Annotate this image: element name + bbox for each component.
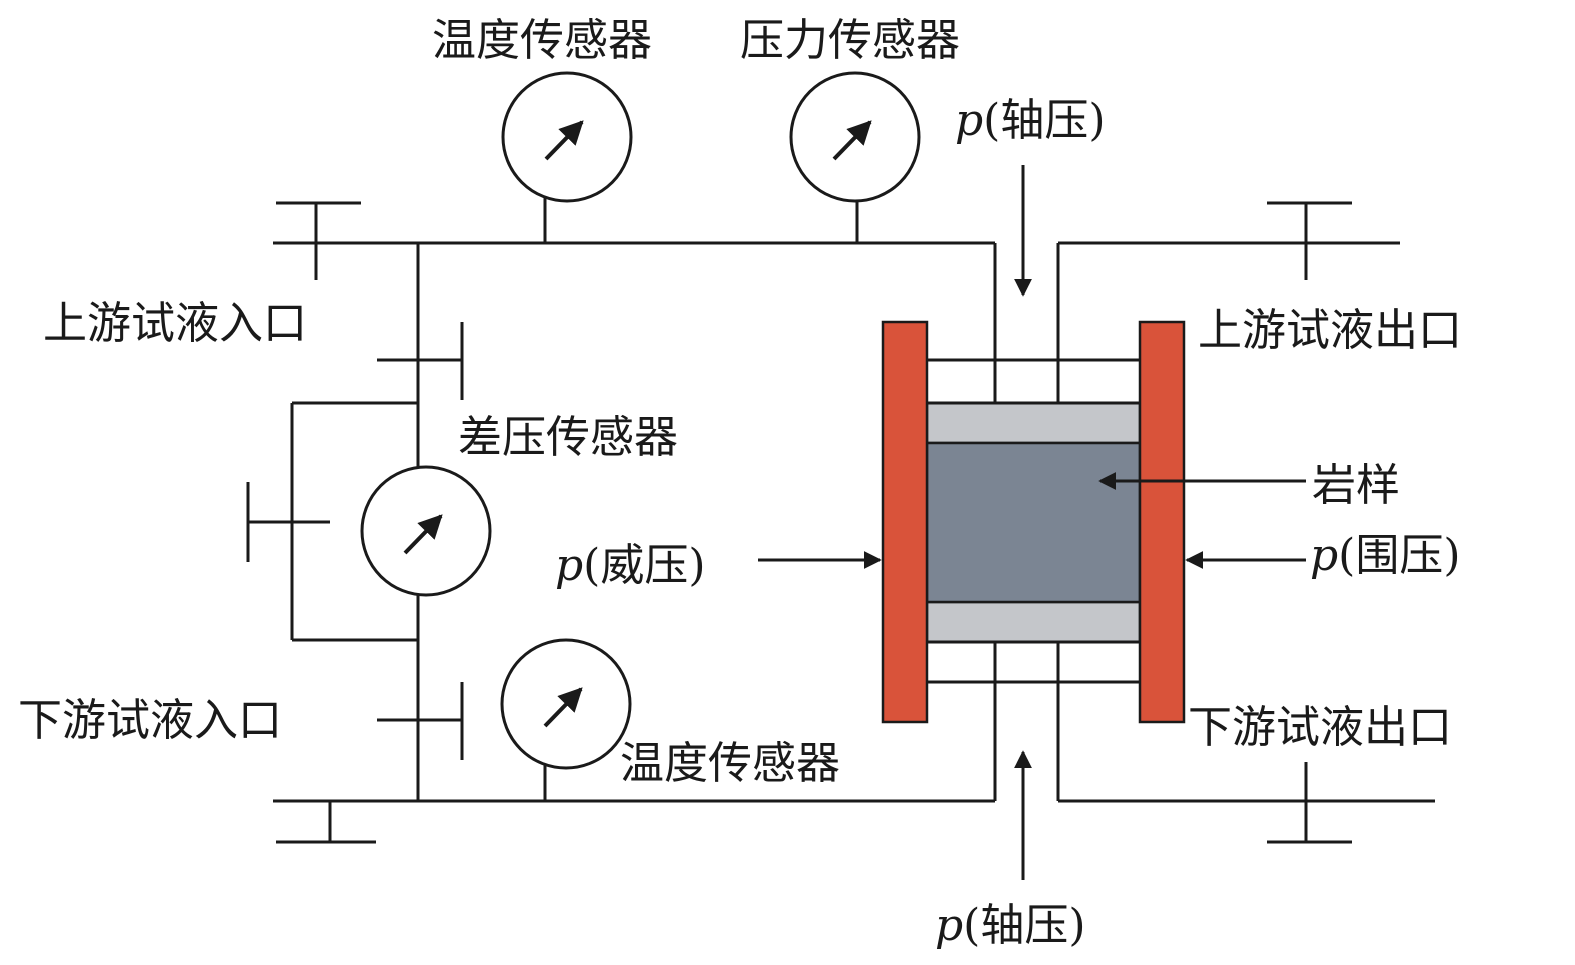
label-temp-sensor-bottom: 温度传感器 — [620, 738, 840, 789]
label-downstream-outlet: 下游试液出口 — [1188, 702, 1452, 753]
label-confining-right: p(围压) — [1310, 530, 1461, 581]
label-axial-bottom-text: (轴压) — [963, 900, 1085, 951]
label-axial-bottom-p: p — [935, 900, 963, 951]
rock-sample-block — [925, 441, 1142, 604]
label-confining-left-p: p — [555, 540, 583, 591]
core-holder — [881, 320, 1186, 724]
label-rock-sample: 岩样 — [1312, 460, 1400, 511]
clamp-plate-left — [881, 320, 929, 724]
pressure-gauge-needle-icon — [832, 120, 872, 161]
label-temp-sensor-top: 温度传感器 — [432, 15, 652, 66]
label-axial-bottom: p(轴压) — [935, 900, 1086, 951]
end-cap-top — [925, 401, 1142, 445]
temp-gauge-top-needle-icon — [544, 120, 584, 161]
label-axial-top-p: p — [955, 95, 983, 146]
label-upstream-outlet: 上游试液出口 — [1198, 305, 1462, 356]
temp-gauge-bottom-needle-icon — [543, 687, 583, 728]
label-diff-pressure-sensor: 差压传感器 — [458, 412, 678, 463]
label-axial-top-text: (轴压) — [983, 95, 1105, 146]
label-confining-right-p: p — [1310, 530, 1338, 581]
label-pressure-sensor: 压力传感器 — [740, 15, 960, 66]
label-confining-left-text: (威压) — [583, 540, 705, 591]
diff-pressure-gauge-needle-icon — [403, 514, 443, 555]
clamp-plate-right — [1138, 320, 1186, 724]
label-confining-left: p(威压) — [555, 540, 706, 591]
label-upstream-inlet: 上游试液入口 — [43, 298, 307, 349]
label-axial-top: p(轴压) — [955, 95, 1106, 146]
label-confining-right-text: (围压) — [1338, 530, 1460, 581]
end-cap-bottom — [925, 600, 1142, 644]
label-downstream-inlet: 下游试液入口 — [18, 695, 282, 746]
